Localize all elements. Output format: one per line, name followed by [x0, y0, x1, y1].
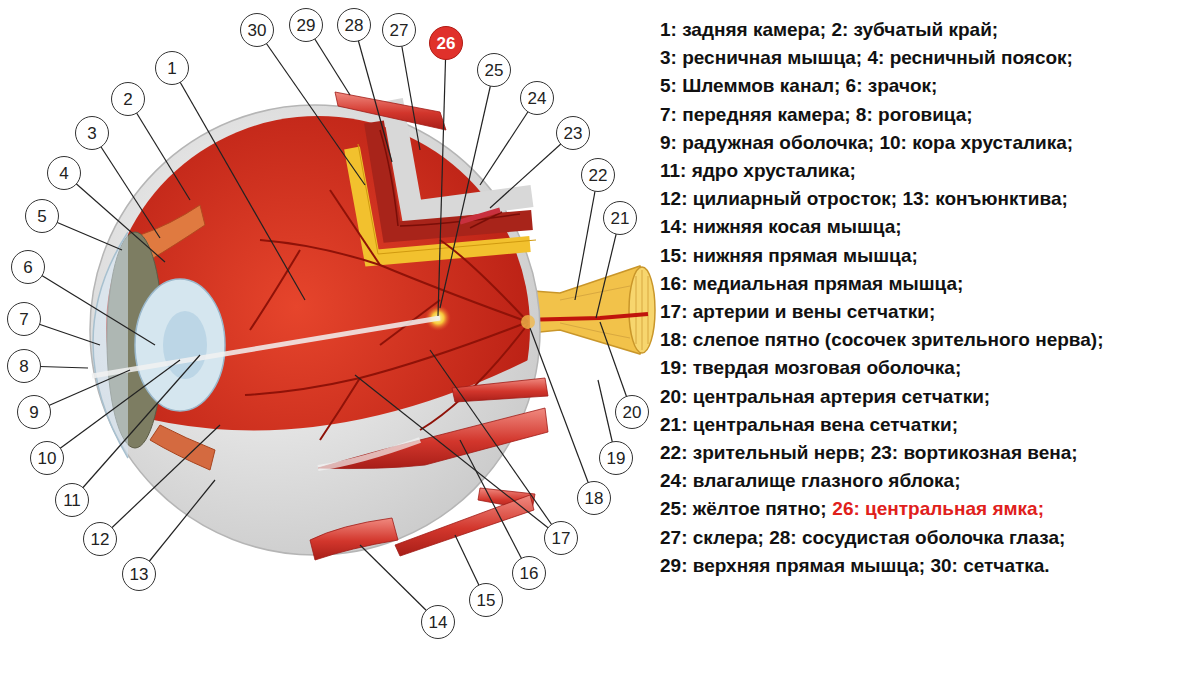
- callout-number: 27: [390, 22, 409, 39]
- callout-number: 29: [297, 17, 316, 34]
- callout-number: 22: [589, 167, 608, 184]
- legend-line: 18: слепое пятно (сосочек зрительного не…: [660, 328, 1103, 352]
- callout-number: 28: [345, 17, 364, 34]
- callout-circle: 15: [469, 583, 503, 617]
- callout-circle: 17: [544, 521, 578, 555]
- callout-circle: 7: [7, 302, 41, 336]
- callout-number: 6: [23, 259, 32, 276]
- callout-circle: 25: [477, 53, 511, 87]
- callout-number: 17: [552, 530, 571, 547]
- callout-number: 18: [585, 490, 604, 507]
- callout-number: 23: [564, 125, 583, 142]
- sclera: [90, 105, 540, 555]
- callout-number: 8: [19, 358, 28, 375]
- callout-circle: 13: [122, 557, 156, 591]
- callout-number: 12: [91, 531, 110, 548]
- callout-number: 19: [607, 450, 626, 467]
- legend-line: 7: передняя камера; 8: роговица;: [660, 103, 973, 127]
- legend-line: 27: склера; 28: сосудистая оболочка глаз…: [660, 526, 1065, 550]
- legend-line: 14: нижняя косая мышца;: [660, 215, 902, 239]
- callout-number: 11: [63, 492, 81, 509]
- callout-number: 16: [520, 565, 539, 582]
- callout-number: 10: [38, 450, 57, 467]
- callout-number: 15: [477, 592, 496, 609]
- vitreous-body: [106, 116, 530, 540]
- callout-circle: 18: [577, 481, 611, 515]
- retinal-vessels: [245, 190, 528, 440]
- callout-circle: 2: [111, 82, 145, 116]
- legend-line: 26: центральная ямка;: [832, 497, 1044, 521]
- legend-line: 5: Шлеммов канал; 6: зрачок;: [660, 74, 937, 98]
- callout-number: 30: [248, 22, 267, 39]
- callout-circle: 16: [512, 556, 546, 590]
- callout-circle: 11: [55, 483, 89, 517]
- callout-number: 2: [123, 91, 132, 108]
- callout-circle: 5: [25, 199, 59, 233]
- legend-line: 19: твердая мозговая оболочка;: [660, 356, 961, 380]
- legend-line: 20: центральная артерия сетчатки;: [660, 385, 990, 409]
- legend-line: 25: жёлтое пятно;: [660, 497, 827, 521]
- callout-number: 25: [485, 62, 504, 79]
- lens: [135, 279, 225, 411]
- legend-line: 12: цилиарный отросток; 13: конъюнктива;: [660, 187, 1068, 211]
- callout-circle: 10: [30, 441, 64, 475]
- callout-circle: 27: [382, 13, 416, 47]
- callout-circle: 3: [75, 116, 109, 150]
- callout-number: 4: [59, 165, 68, 182]
- callout-circle: 19: [599, 441, 633, 475]
- callout-circle: 29: [289, 8, 323, 42]
- legend-line: 16: медиальная прямая мышца;: [660, 272, 963, 296]
- leader-lines: [24, 25, 632, 622]
- legend-line: 11: ядро хрусталика;: [660, 159, 856, 183]
- callout-number: 13: [130, 566, 149, 583]
- legend-line: 21: центральная вена сетчатки;: [660, 413, 958, 437]
- legend-line: 22: зрительный нерв; 23: вортикозная вен…: [660, 441, 1078, 465]
- legend-line: 3: ресничная мышца; 4: ресничный поясок;: [660, 46, 1073, 70]
- eye-muscles: [310, 92, 548, 560]
- legend-line: 1: задняя камера; 2: зубчатый край;: [660, 18, 998, 42]
- callout-circle: 4: [47, 156, 81, 190]
- callout-number: 24: [528, 90, 547, 107]
- callout-number: 21: [611, 210, 630, 227]
- callout-number: 14: [429, 614, 448, 631]
- callout-circle: 20: [615, 395, 649, 429]
- callout-circle: 28: [337, 8, 371, 42]
- callout-circle: 26: [429, 26, 463, 60]
- callout-number: 3: [87, 125, 96, 142]
- callout-circle: 12: [83, 522, 117, 556]
- callout-number: 9: [29, 404, 38, 421]
- callout-circle: 8: [7, 349, 41, 383]
- callout-circle: 23: [556, 116, 590, 150]
- callout-circle: 6: [11, 250, 45, 284]
- callout-number: 5: [37, 208, 46, 225]
- callout-circle: 14: [421, 605, 455, 639]
- callout-circle: 9: [17, 395, 51, 429]
- legend-line: 24: влагалище глазного яблока;: [660, 469, 960, 493]
- callout-circle: 1: [155, 51, 189, 85]
- callout-circle: 21: [603, 201, 637, 235]
- callout-circle: 22: [581, 158, 615, 192]
- callout-number: 20: [623, 404, 642, 421]
- legend-line: 17: артерии и вены сетчатки;: [660, 300, 935, 324]
- legend-line: 9: радужная оболочка; 10: кора хрусталик…: [660, 131, 1073, 155]
- callout-number: 26: [437, 35, 456, 52]
- muscle-tendon: [318, 440, 420, 468]
- ciliary-process: [150, 425, 215, 470]
- callout-number: 7: [19, 311, 28, 328]
- callout-number: 1: [167, 60, 176, 77]
- callout-circle: 24: [520, 81, 554, 115]
- optic-disc: [521, 315, 535, 329]
- callout-circle: 30: [240, 13, 274, 47]
- legend-line: 29: верхняя прямая мышца; 30: сетчатка.: [660, 554, 1050, 578]
- legend-line: 15: нижняя прямая мышца;: [660, 244, 918, 268]
- lens-nucleus: [163, 311, 207, 379]
- visual-axis: [92, 318, 440, 376]
